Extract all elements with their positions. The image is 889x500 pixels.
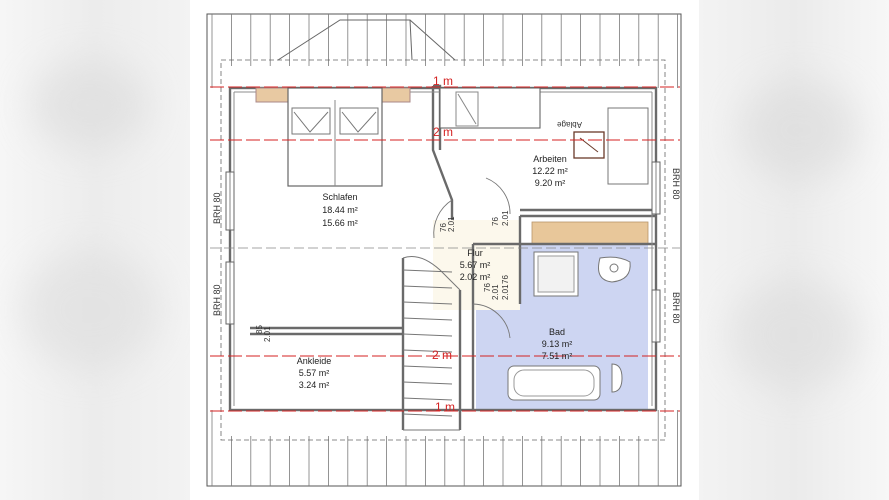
window-label-left-upper: BRH 80: [212, 192, 222, 224]
daybed: [439, 87, 541, 129]
room-area-1: 12.22 m²: [532, 166, 568, 176]
stair-tread: [402, 397, 453, 401]
room-label-ankleide: Ankleide 5.57 m² 3.24 m²: [297, 356, 332, 390]
stair-tread: [402, 301, 453, 305]
walls: [228, 84, 658, 430]
room-name: Schlafen: [322, 192, 357, 202]
desk: Ablage: [557, 107, 649, 185]
height-label-bottom: 1 m: [435, 400, 455, 414]
door-swings: [433, 177, 511, 340]
window-label-right-lower: BRH 80: [671, 292, 681, 324]
room-name: Flur: [467, 248, 483, 258]
room-area-1: 5.57 m²: [299, 368, 330, 378]
door-dim-4: 2.01: [501, 210, 510, 226]
room-name: Bad: [549, 327, 565, 337]
room-area-1: 9.13 m²: [542, 339, 573, 349]
door-dim-1: 76: [439, 223, 448, 232]
room-area-2: 7.51 m²: [542, 351, 573, 361]
room-area-1: 18.44 m²: [322, 205, 358, 215]
door-dim-5: 76: [483, 283, 492, 292]
desk-label: Ablage: [557, 120, 582, 129]
floor-plan: Ablage 1 m 2 m 2 m 1 m BRH 80: [190, 0, 699, 500]
roof-dormer: [277, 19, 456, 61]
bottom-knee-area: [230, 410, 656, 436]
room-name: Arbeiten: [533, 154, 567, 164]
room-label-schlafen: Schlafen 18.44 m² 15.66 m²: [322, 192, 358, 228]
room-label-bad: Bad 9.13 m² 7.51 m²: [542, 327, 573, 361]
height-label-upper: 2 m: [433, 125, 453, 139]
room-area-2: 3.24 m²: [299, 380, 330, 390]
stair-tread: [402, 285, 453, 289]
stair-tread: [402, 381, 453, 385]
stair-tread: [402, 349, 453, 353]
room-area-2: 2.02 m²: [460, 272, 491, 282]
door-dim-3: 76: [491, 217, 500, 226]
height-label-top: 1 m: [433, 74, 453, 88]
room-name: Ankleide: [297, 356, 332, 366]
left-blurred-background: [0, 0, 190, 500]
window-label-right-upper: BRH 80: [671, 168, 681, 200]
room-label-arbeiten: Arbeiten 12.22 m² 9.20 m²: [532, 154, 568, 188]
top-knee-area: [230, 66, 656, 88]
stair-tread: [402, 413, 453, 417]
door-dim-2: 2.01: [447, 216, 456, 232]
stair-tread: [402, 333, 453, 337]
right-blurred-background: [699, 0, 889, 500]
shelf: [531, 221, 649, 245]
flur-floor: [433, 220, 520, 310]
room-area-1: 5.67 m²: [460, 260, 491, 270]
window-label-left-lower: BRH 80: [212, 284, 222, 316]
stair-tread: [402, 365, 453, 369]
door-dim-8: 2.01: [501, 284, 510, 300]
room-area-2: 15.66 m²: [322, 218, 358, 228]
dormer-outline: [220, 59, 666, 441]
double-bed: [255, 87, 411, 187]
door-dim-10: 2.01: [263, 326, 272, 342]
bath-fixtures: [507, 251, 631, 401]
stair-tread: [402, 317, 453, 321]
door-dim-7: 76: [501, 275, 510, 284]
door-dim-9: 85: [255, 325, 264, 334]
height-label-lower: 2 m: [432, 348, 452, 362]
door-dim-6: 2.01: [491, 284, 500, 300]
staircase: [402, 256, 461, 431]
room-label-flur: Flur 5.67 m² 2.02 m²: [460, 248, 491, 282]
stair-tread: [402, 269, 453, 273]
room-area-2: 9.20 m²: [535, 178, 566, 188]
height-lines: [210, 86, 680, 412]
